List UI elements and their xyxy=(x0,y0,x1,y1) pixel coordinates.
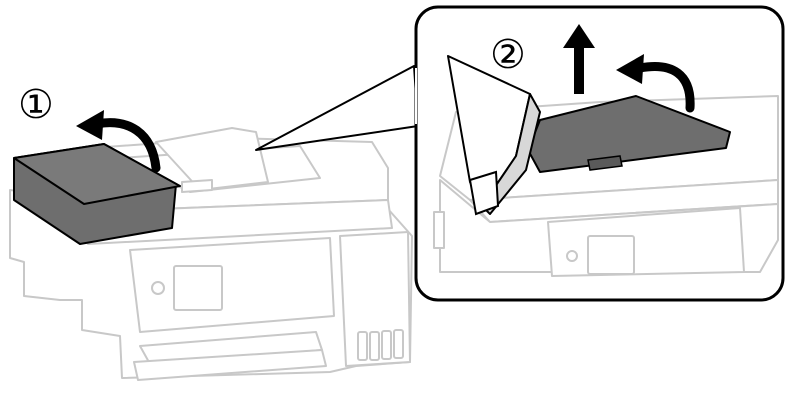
zoom-hinge xyxy=(468,170,500,216)
adf-guide xyxy=(181,179,213,193)
ink-tank-2 xyxy=(369,331,380,361)
curved-arrow-left-icon xyxy=(635,62,695,113)
power-button xyxy=(151,281,165,295)
zoom-power-button xyxy=(566,250,578,262)
lcd-screen xyxy=(173,265,223,311)
step-2-label: ② xyxy=(490,32,526,78)
callout-pointer xyxy=(255,65,419,151)
ink-tank-4 xyxy=(393,329,404,359)
zoom-adf-cover-edge xyxy=(481,93,541,215)
zoom-lcd-screen xyxy=(587,235,635,275)
output-tray-front xyxy=(133,349,327,381)
ink-tank-3 xyxy=(381,330,392,360)
arrowhead-step1 xyxy=(76,110,104,140)
arrowhead-step2 xyxy=(616,54,644,84)
ink-tank-1 xyxy=(357,331,368,361)
step-1-label: ① xyxy=(18,82,54,128)
adf-cover-face xyxy=(13,143,181,205)
arrow-up-icon xyxy=(563,24,595,94)
zoom-tray-latch xyxy=(587,155,623,171)
curved-arrow-left-icon xyxy=(91,118,161,173)
zoom-side-slot xyxy=(433,211,445,249)
